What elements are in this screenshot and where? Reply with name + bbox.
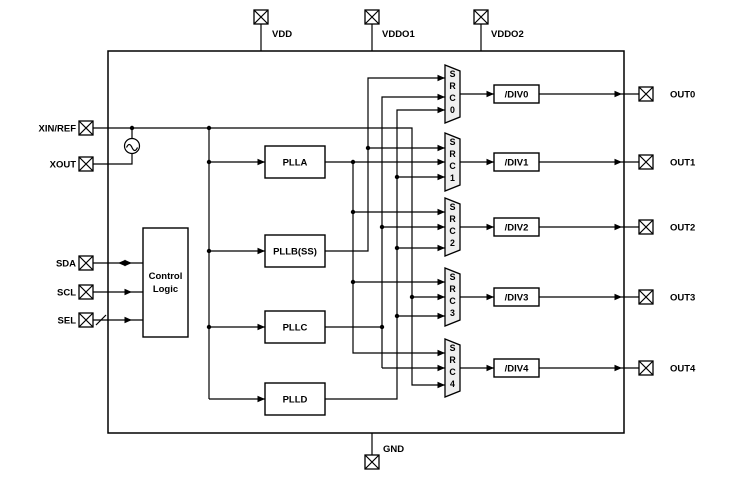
pin-label: OUT1 [670, 158, 696, 169]
pin-box-icon [78, 156, 94, 172]
src1-letter: R [449, 149, 456, 159]
div0-label: /DIV0 [505, 90, 529, 101]
plla-output-wires [325, 161, 445, 354]
src2-mux: S R C 2 [444, 197, 461, 257]
pll-c-block: PLLC [264, 310, 326, 344]
src2-letter: 2 [450, 238, 455, 248]
pin-label: VDDO1 [382, 29, 415, 40]
src4-letter: R [449, 355, 456, 365]
src3-letter: 3 [450, 308, 455, 318]
crystal-oscillator-icon [123, 137, 141, 155]
pin-out1: OUT1 [638, 154, 696, 170]
div2-label: /DIV2 [505, 223, 529, 234]
div3-block: /DIV3 [493, 287, 540, 307]
pin-label: OUT0 [670, 90, 695, 101]
i2c-control-wires [93, 262, 143, 326]
pin-label: VDDO2 [491, 29, 524, 40]
pin-label: SCL [57, 288, 76, 299]
pin-box-icon [638, 154, 654, 170]
pll-a-block: PLLA [264, 145, 326, 179]
src1-mux: S R C 1 [444, 132, 461, 192]
pin-box-icon [78, 120, 94, 136]
pll-b-label: PLLB(SS) [273, 247, 317, 258]
pin-vddo2: VDDO2 [473, 9, 524, 40]
pin-box-icon [78, 312, 94, 328]
pll-d-label: PLLD [283, 395, 308, 406]
plld-output-wires [325, 109, 445, 400]
src3-mux: S R C 3 [444, 267, 461, 327]
pin-box-icon [78, 255, 94, 271]
src2-letter: S [450, 202, 456, 212]
pin-box-icon [364, 454, 380, 470]
src2-letter: C [449, 226, 456, 236]
src4-letter: C [449, 367, 456, 377]
control-logic-block: Control Logic [142, 227, 189, 338]
pin-scl: SCL [57, 284, 94, 300]
div2-block: /DIV2 [493, 217, 540, 237]
pin-box-icon [364, 9, 380, 25]
pin-box-icon [638, 289, 654, 305]
junction-dots [129, 125, 415, 330]
src3-letter: C [449, 296, 456, 306]
src1-letter: S [450, 137, 456, 147]
pin-out3: OUT3 [638, 289, 695, 305]
src4-letter: S [450, 343, 456, 353]
pin-out2: OUT2 [638, 219, 695, 235]
pin-gnd: GND [364, 444, 404, 470]
src3-letter: S [450, 272, 456, 282]
div4-label: /DIV4 [505, 364, 529, 375]
div0-block: /DIV0 [493, 84, 540, 104]
src1-letter: 1 [450, 173, 455, 183]
pin-label: XIN/REF [39, 124, 77, 135]
pin-xin-ref: XIN/REF [39, 120, 94, 136]
pin-vdd: VDD [253, 9, 292, 40]
pin-label: OUT2 [670, 223, 695, 234]
pin-box-icon [473, 9, 489, 25]
divider-output-wires [460, 93, 639, 369]
pll-b-block: PLLB(SS) [264, 234, 326, 268]
div4-block: /DIV4 [493, 358, 540, 378]
pin-label: XOUT [50, 160, 77, 171]
src3-letter: R [449, 284, 456, 294]
pin-box-icon [78, 284, 94, 300]
pllc-output-wires [325, 96, 445, 369]
pin-label: SDA [56, 259, 76, 270]
power-pin-stems [260, 24, 482, 455]
pin-box-icon [638, 219, 654, 235]
pin-label: VDD [272, 29, 292, 40]
pin-vddo1: VDDO1 [364, 9, 415, 40]
src4-mux: S R C 4 [444, 338, 461, 398]
pin-label: SEL [58, 316, 77, 327]
pin-label: GND [383, 444, 404, 455]
pin-label: OUT4 [670, 364, 696, 375]
pin-sda: SDA [56, 255, 94, 271]
src0-letter: 0 [450, 105, 455, 115]
div1-block: /DIV1 [493, 152, 540, 172]
src2-letter: R [449, 214, 456, 224]
pin-box-icon [638, 86, 654, 102]
pll-a-label: PLLA [283, 158, 308, 169]
pin-sel: SEL [58, 312, 94, 328]
div1-label: /DIV1 [505, 158, 529, 169]
chip-outline [107, 50, 625, 434]
pin-out4: OUT4 [638, 360, 696, 376]
pll-c-label: PLLC [283, 323, 308, 334]
src0-mux: S R C 0 [444, 64, 461, 124]
pin-out0: OUT0 [638, 86, 695, 102]
pin-label: OUT3 [670, 293, 695, 304]
pllb-output-wires [325, 77, 445, 252]
pll-d-block: PLLD [264, 382, 326, 416]
pin-box-icon [253, 9, 269, 25]
src0-letter: S [450, 69, 456, 79]
pin-xout: XOUT [50, 156, 94, 172]
sel-bus-slash [95, 314, 107, 326]
src0-letter: C [449, 93, 456, 103]
src1-letter: C [449, 161, 456, 171]
div3-label: /DIV3 [505, 293, 529, 304]
src4-letter: 4 [450, 379, 455, 389]
src0-letter: R [449, 81, 456, 91]
pin-box-icon [638, 360, 654, 376]
control-logic-label-line1: Control [149, 271, 183, 282]
control-logic-label-line2: Logic [153, 284, 178, 295]
